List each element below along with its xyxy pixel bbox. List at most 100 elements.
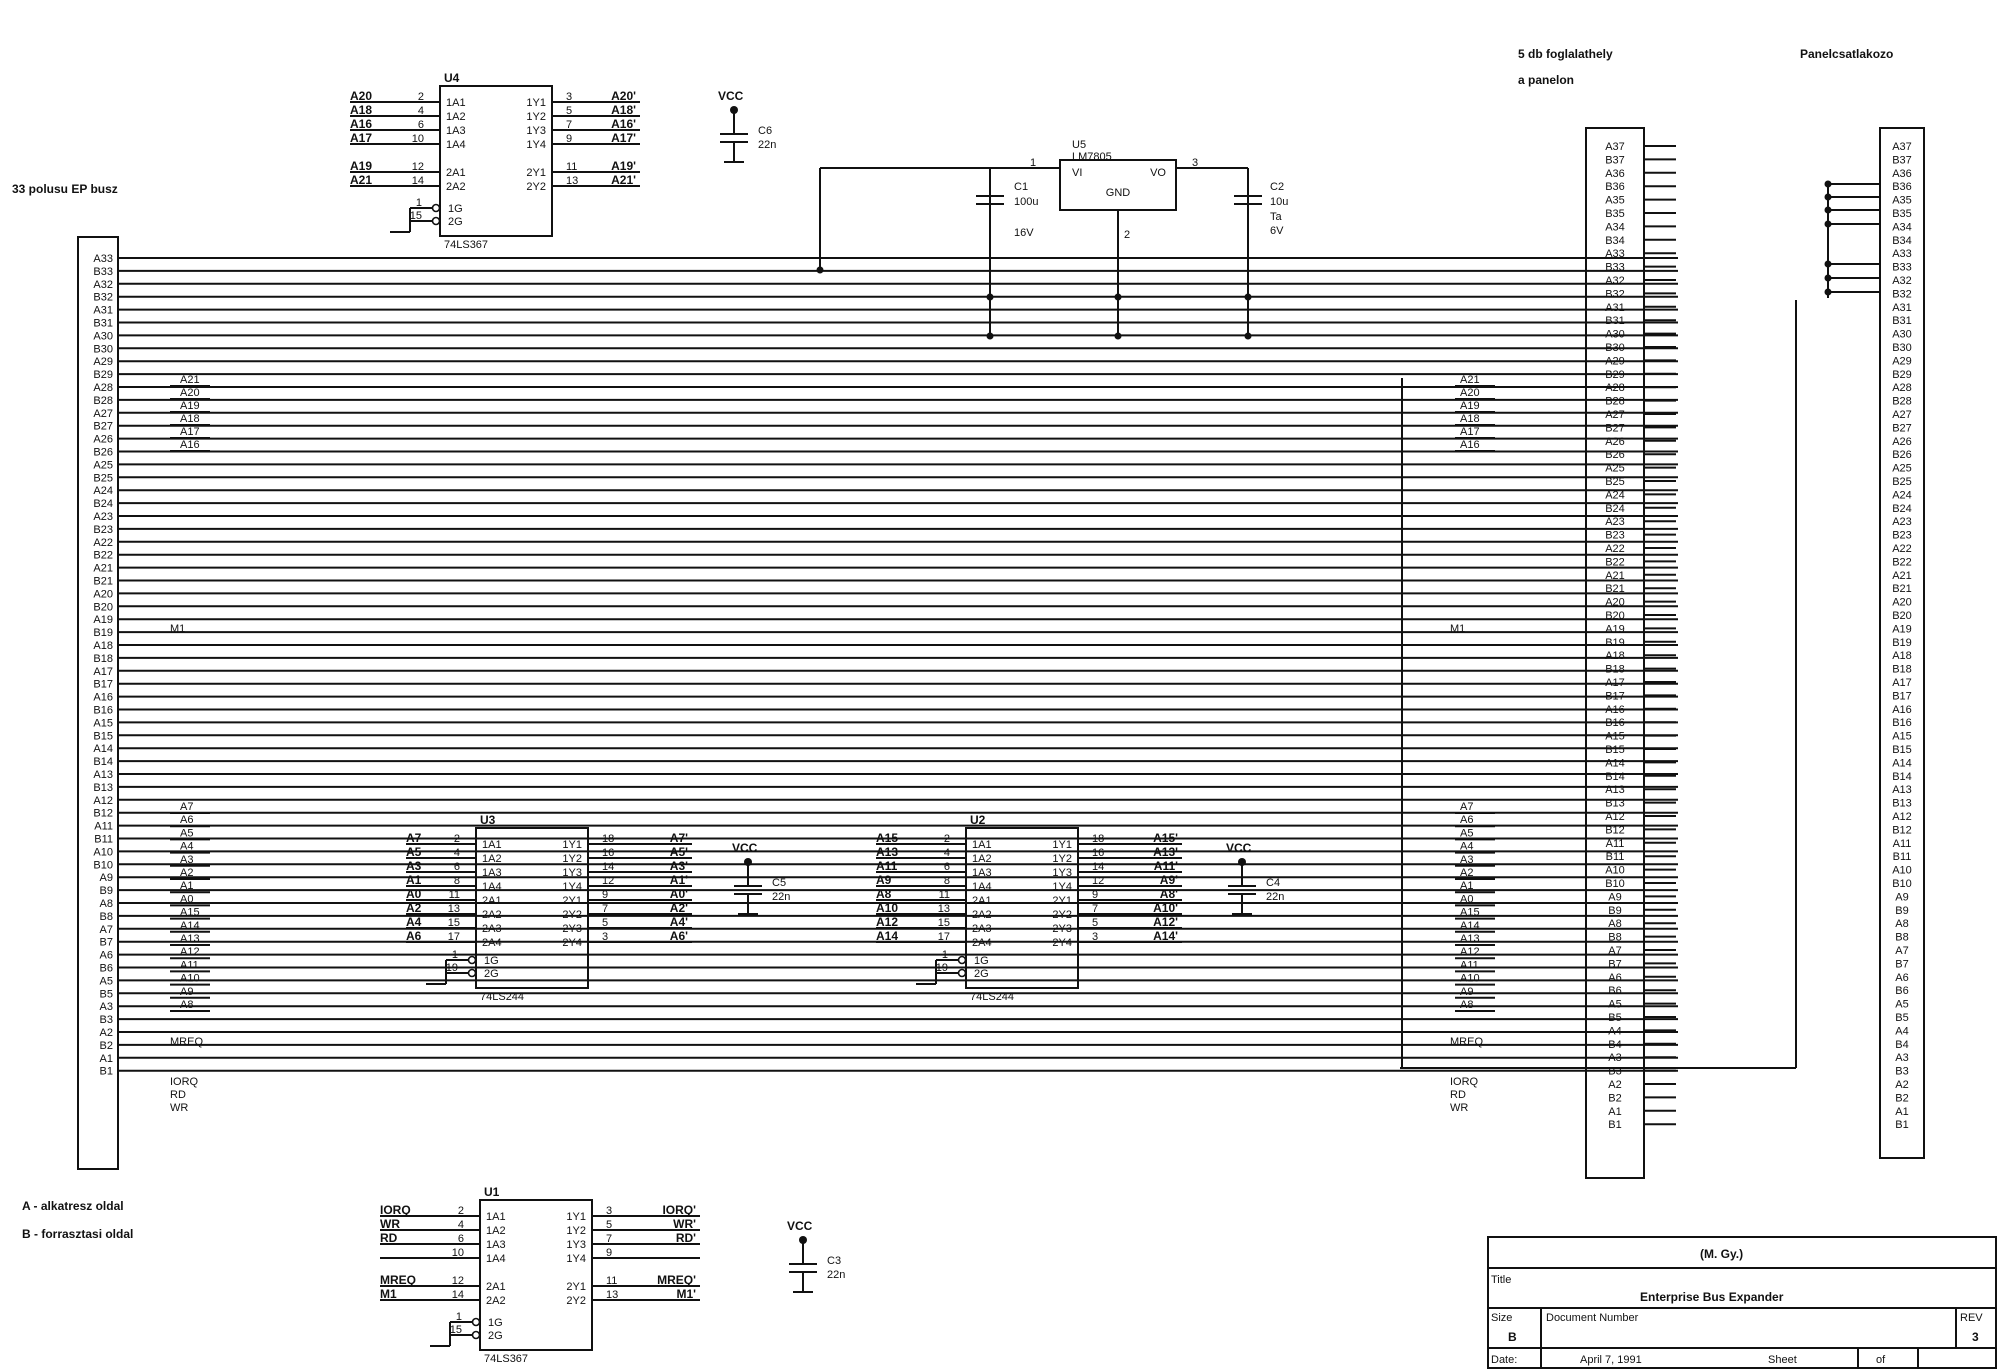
u4-gate-bubble	[431, 216, 441, 226]
ep-pin-label: A25	[93, 459, 113, 471]
ep-pin-label: B12	[93, 808, 113, 820]
panel-pin-label: B14	[1892, 771, 1912, 783]
title-label: Title	[1491, 1274, 1511, 1286]
tap-label-right: A2	[1460, 867, 1473, 879]
regulator-ref: U5	[1072, 139, 1086, 151]
junction-dot	[1824, 288, 1832, 296]
slot-pin-label: B14	[1605, 771, 1625, 783]
u2-out-num: 14	[1092, 861, 1104, 873]
u3-out-net: A7'	[670, 831, 688, 845]
u4-out-num: 3	[566, 91, 572, 103]
tap-ctrl-left: IORQ	[170, 1076, 199, 1088]
slot-pin-label: A25	[1605, 463, 1625, 475]
c2-value: 10u	[1270, 196, 1288, 208]
slot-pin-label: B31	[1605, 315, 1625, 327]
u4-pin-in: 1A4	[446, 139, 466, 151]
u4-pin-out: 1Y2	[526, 111, 546, 123]
u1-in-net: RD	[380, 1231, 398, 1245]
u3-in-num: 11	[449, 889, 460, 901]
u1-out-net: RD'	[676, 1231, 696, 1245]
panel-pin-label: A35	[1892, 195, 1912, 207]
ep-pin-label: A16	[93, 692, 113, 704]
ep-pin-label: B22	[93, 550, 113, 562]
panel-pin-label: B8	[1895, 932, 1908, 944]
u2-chip-body	[965, 827, 1079, 989]
title-block	[1487, 1236, 1997, 1369]
u1-in-net: MREQ	[380, 1273, 416, 1287]
panel-pin-label: B19	[1892, 637, 1912, 649]
u2-pin-out: 2Y4	[1052, 937, 1072, 949]
u1-gate-num: 1	[456, 1311, 462, 1323]
panel-pin-label: A37	[1892, 141, 1912, 153]
ep-pin-label: A30	[93, 330, 113, 342]
u4-pin-out: 1Y3	[526, 125, 546, 137]
date-label: Date:	[1491, 1354, 1517, 1366]
slot-pin-label: B8	[1608, 932, 1621, 944]
ep-pin-label: A12	[93, 795, 113, 807]
slot-pin-label: A14	[1605, 757, 1625, 769]
u4-pin-out: 1Y4	[526, 139, 546, 151]
u3-gate-bubble	[467, 968, 477, 978]
panel-pin-label: B35	[1892, 208, 1912, 220]
slot-pin-label: B18	[1605, 664, 1625, 676]
tap-label-right: A3	[1460, 854, 1473, 866]
u2-pin-in: 2A4	[972, 937, 992, 949]
u2-in-num: 15	[938, 917, 950, 929]
slot-pin-label: A26	[1605, 436, 1625, 448]
u2-pin-out: 1Y4	[1052, 881, 1072, 893]
slot-pin-label: B37	[1605, 154, 1625, 166]
u3-pin-in: 2A1	[482, 895, 502, 907]
slot-pin-label: B9	[1608, 905, 1621, 917]
u3-pin-out: 1Y1	[562, 839, 582, 851]
wire-layer	[118, 257, 1678, 1072]
ep-pin-label: B17	[93, 679, 113, 691]
u3-gate: 2G	[484, 968, 499, 980]
panel-pin-label: A10	[1892, 865, 1912, 877]
slot-pin-label: B32	[1605, 288, 1625, 300]
u4-pin-in: 2A1	[446, 167, 466, 179]
tap-label-right: A7	[1460, 801, 1473, 813]
panel-pin-label: B4	[1895, 1039, 1908, 1051]
ep-pin-label: A3	[100, 1001, 113, 1013]
u1-in-num: 10	[452, 1247, 464, 1259]
ep-pin-label: B10	[93, 859, 113, 871]
panel-pin-label: B10	[1892, 878, 1912, 890]
ep-pin-label: B18	[93, 653, 113, 665]
c3-vcc: VCC	[787, 1219, 813, 1233]
tap-label-right: A15	[1460, 907, 1480, 919]
u4-part: 74LS367	[444, 239, 488, 251]
slot-pin-label: B24	[1605, 503, 1625, 515]
ep-pin-label: B8	[100, 911, 113, 923]
u1-out-num: 13	[606, 1289, 618, 1301]
junction-dot	[1824, 206, 1832, 214]
u1-ref: U1	[484, 1185, 500, 1199]
ep-pin-label: B11	[94, 834, 113, 846]
slot-pin-label: B10	[1605, 878, 1625, 890]
u2-pin-in: 2A2	[972, 909, 992, 921]
side-a-note: A - alkatresz oldal	[22, 1199, 124, 1213]
slot-pin-label: B13	[1605, 798, 1625, 810]
ep-pin-label: B7	[100, 937, 113, 949]
u1-out-num: 5	[606, 1219, 612, 1231]
u3-in-net: A1	[406, 873, 422, 887]
u4-pin-in: 1A3	[446, 125, 466, 137]
slot-pin-label: B27	[1605, 422, 1625, 434]
panel-pin-label: B22	[1892, 556, 1912, 568]
panel-pin-label: B12	[1892, 824, 1912, 836]
panel-pin-label: B11	[1893, 851, 1912, 863]
panel-pin-label: A18	[1892, 650, 1912, 662]
tap-label-right: A16	[1460, 439, 1480, 451]
slot-pin-label: B12	[1605, 824, 1625, 836]
tap-label-right: A18	[1460, 413, 1480, 425]
u2-in-net: A12	[876, 915, 898, 929]
slot-pin-label: A28	[1605, 382, 1625, 394]
panel-pin-label: B23	[1892, 530, 1912, 542]
u4-in-num: 14	[412, 175, 424, 187]
c6-vcc: VCC	[718, 89, 744, 103]
u2-out-num: 12	[1092, 875, 1104, 887]
slot-pin-label: A18	[1605, 650, 1625, 662]
panel-pin-label: B31	[1892, 315, 1912, 327]
ep-pin-label: B32	[93, 292, 113, 304]
u1-in-num: 12	[452, 1275, 464, 1287]
u2-in-num: 4	[944, 847, 950, 859]
